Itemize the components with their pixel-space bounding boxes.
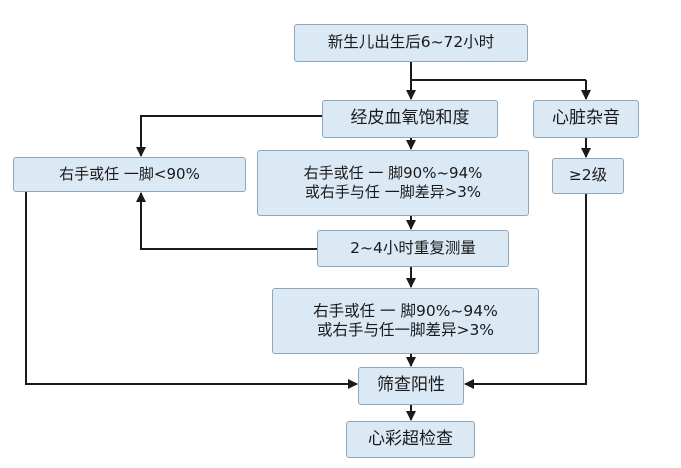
node-repeat-label: 2~4小时重复测量 — [350, 238, 476, 257]
connector-grade-to-positive — [464, 194, 587, 389]
connector-lt90-to-positive — [25, 192, 358, 389]
node-lt90-label: 右手或任 一脚<90% — [59, 165, 200, 184]
node-borderline-1-line1: 右手或任 一 脚90%~94% — [303, 164, 483, 183]
node-grade-label: ≥2级 — [568, 166, 608, 185]
node-murmur: 心脏杂音 — [533, 100, 639, 138]
node-echo-label: 心彩超检查 — [368, 428, 453, 449]
node-borderline-1-line2: 或右手与任 一脚差异>3% — [304, 183, 482, 201]
node-lt90: 右手或任 一脚<90% — [13, 157, 246, 192]
node-positive: 筛查阳性 — [358, 367, 464, 405]
connector-spo2-to-lt90 — [136, 115, 322, 157]
node-borderline-1: 右手或任 一 脚90%~94% 或右手与任 一脚差异>3% — [257, 150, 529, 216]
node-borderline-2-line2: 或右手与任一脚差异>3% — [316, 321, 495, 339]
connector-repeat-to-lt90 — [136, 192, 317, 250]
node-murmur-label: 心脏杂音 — [552, 108, 620, 129]
node-borderline-2: 右手或任 一 脚90%~94% 或右手与任一脚差异>3% — [272, 288, 539, 354]
node-spo2-label: 经皮血氧饱和度 — [350, 108, 470, 129]
node-echo: 心彩超检查 — [346, 421, 475, 458]
node-grade: ≥2级 — [552, 158, 624, 194]
node-spo2: 经皮血氧饱和度 — [322, 100, 498, 138]
node-borderline-2-line1: 右手或任 一 脚90%~94% — [313, 301, 498, 320]
node-start: 新生儿出生后6~72小时 — [294, 24, 528, 62]
node-positive-label: 筛查阳性 — [377, 375, 445, 396]
node-start-label: 新生儿出生后6~72小时 — [327, 33, 495, 52]
node-repeat: 2~4小时重复测量 — [317, 230, 509, 267]
